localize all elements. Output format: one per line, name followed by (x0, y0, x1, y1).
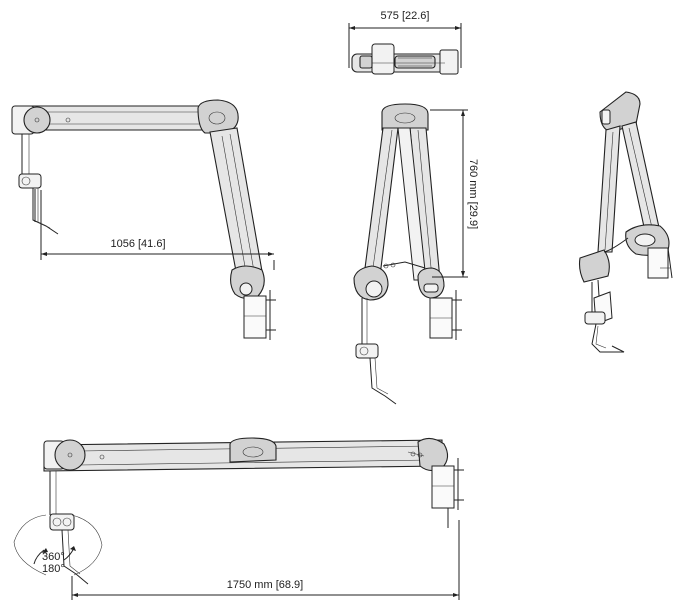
top-view-width-label: 575 [22.6] (381, 10, 430, 22)
rotation-360-label: 360° (42, 551, 65, 563)
front-view: 760 mm [29.9] (353, 103, 479, 405)
full-reach-label: 1750 mm [68.9] (227, 579, 303, 591)
side-view: 1056 [41.6] (11, 99, 276, 340)
top-view: 575 [22.6] (348, 10, 462, 75)
height-label: 760 mm [29.9] (467, 159, 479, 229)
rotation-180-label: 180° (42, 563, 65, 575)
extended-view: 360° 180° 1750 mm [68.9] (13, 437, 464, 600)
perspective-view (578, 91, 673, 353)
side-reach-label: 1056 [41.6] (110, 238, 165, 250)
